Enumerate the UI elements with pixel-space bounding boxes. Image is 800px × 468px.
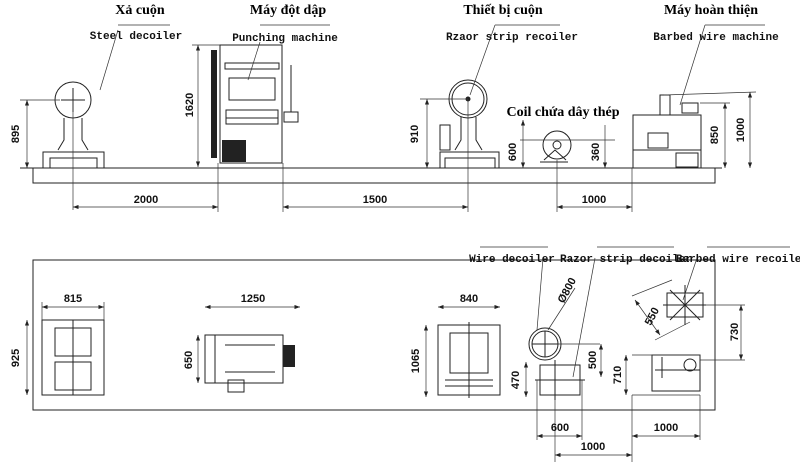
steel-decoiler xyxy=(42,24,170,210)
dim-730: 730 xyxy=(729,323,741,341)
label-thiet-bi-cuon: Thiết bị cuộn xyxy=(463,3,543,18)
dim-815: 815 xyxy=(64,293,82,305)
label-coil-chua-day-thep: Coil chứa dây thép xyxy=(506,105,619,120)
label-punching-machine: Punching machine xyxy=(232,33,338,45)
dim-650: 650 xyxy=(183,351,195,369)
top-wire-decoiler xyxy=(528,257,600,361)
dim-895: 895 xyxy=(10,125,22,143)
dim-1000-top-a: 1000 xyxy=(581,441,605,453)
razor-strip-recoiler xyxy=(439,24,560,212)
side-view: 895 1620 2000 1500 xyxy=(10,3,779,212)
dim-470: 470 xyxy=(510,371,522,389)
dim-840: 840 xyxy=(460,293,478,305)
barbed-wire-machine xyxy=(556,24,765,212)
dim-1065: 1065 xyxy=(410,349,422,373)
label-steel-decoiler: Steel decoiler xyxy=(90,31,182,43)
dim-910: 910 xyxy=(409,125,421,143)
top-decoiler xyxy=(41,319,105,396)
wire-coil-stand xyxy=(520,130,615,163)
floor-outline xyxy=(32,259,716,411)
label-razor-strip-recoiler: Rzaor strip recoiler xyxy=(446,32,578,44)
dim-1000-top-b: 1000 xyxy=(654,422,678,434)
dim-600-top: 600 xyxy=(551,422,569,434)
dim-550: 550 xyxy=(643,306,662,328)
label-wire-decoiler: Wire decoiler xyxy=(469,254,555,266)
label-may-hoan-thien: Máy hoàn thiện xyxy=(664,3,758,18)
top-punching-machine xyxy=(204,334,295,393)
punching-machine xyxy=(211,24,330,212)
top-razor-strip-decoiler xyxy=(535,257,596,400)
label-may-dot-dap: Máy đột dập xyxy=(250,3,326,18)
dim-1000-height: 1000 xyxy=(735,118,747,142)
label-xa-cuon: Xả cuộn xyxy=(115,3,165,18)
dim-1250: 1250 xyxy=(241,293,265,305)
base-platform xyxy=(32,167,716,184)
dim-1620: 1620 xyxy=(184,93,196,117)
top-barbed-wire-recoiler xyxy=(631,257,745,361)
dim-600: 600 xyxy=(507,143,519,161)
dim-925: 925 xyxy=(10,349,22,367)
dim-360: 360 xyxy=(590,143,602,161)
dim-710: 710 xyxy=(612,366,624,384)
dim-1000-gap: 1000 xyxy=(582,194,606,206)
dim-500: 500 xyxy=(587,351,599,369)
label-razor-strip-decoiler: Razor strip decoiler xyxy=(560,254,692,266)
label-barbed-wire-machine: Barbed wire machine xyxy=(653,32,779,44)
dim-850: 850 xyxy=(709,126,721,144)
dim-1500: 1500 xyxy=(363,194,387,206)
top-view: 815 925 1250 650 840 1065 xyxy=(10,246,800,462)
dim-wheel-diameter: Ø800 xyxy=(556,276,579,305)
top-barbed-wire-machine xyxy=(632,354,701,396)
label-barbed-wire-recoiler: Barbed wire recoiler xyxy=(676,254,800,266)
top-recoiler xyxy=(437,322,501,398)
dim-2000: 2000 xyxy=(134,194,158,206)
